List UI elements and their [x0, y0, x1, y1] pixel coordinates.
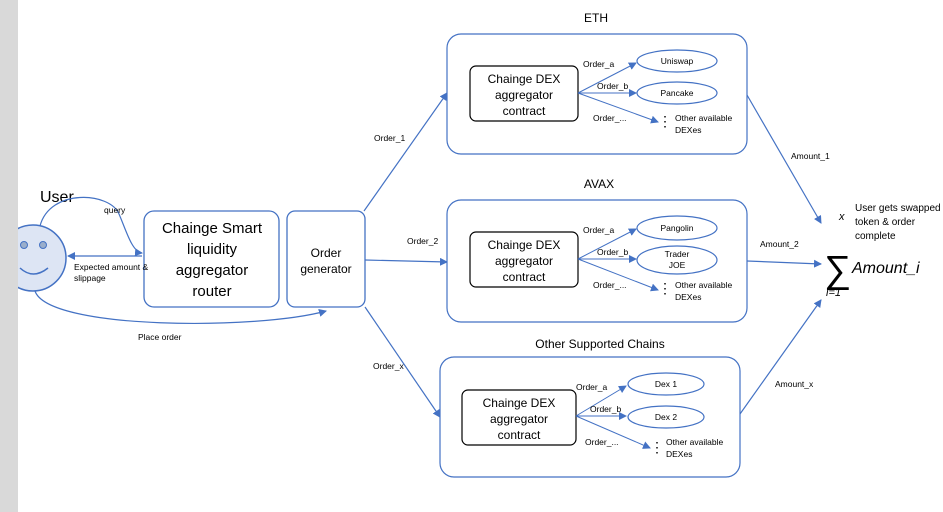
router-line4: router [192, 283, 231, 300]
order-a-avax: Order_a [583, 225, 614, 235]
amount-1-edge [746, 94, 822, 224]
ellipsis-icon: ⋮ [658, 280, 672, 296]
contract-line1-other: Chainge DEX [483, 396, 556, 410]
order-x-label: Order_x [373, 361, 404, 371]
dex-label-pangolin: Pangolin [660, 223, 693, 233]
contract-line3-eth: contract [503, 104, 546, 118]
other-dexes-line2-avax: DEXes [675, 292, 701, 302]
order-dots-eth: Order_... [593, 113, 627, 123]
dex-node-trader-joe [636, 245, 718, 275]
order-generator-line2: generator [300, 262, 351, 276]
user-face-icon [18, 224, 67, 292]
dex-label-dex2: Dex 2 [655, 412, 677, 422]
order-b-eth: Order_b [597, 81, 628, 91]
other-dexes-line2-other: DEXes [666, 449, 692, 459]
order-dots-other: Order_... [585, 437, 619, 447]
order-1-edge [363, 92, 448, 212]
order-a-eth: Order_a [583, 59, 614, 69]
amount-x-label: Amount_x [775, 379, 814, 389]
dex-label-pancake: Pancake [660, 88, 693, 98]
other-dexes-line1-other: Other available [666, 437, 723, 447]
dex-node-pancake [636, 81, 718, 105]
dex-label-joe: JOE [669, 260, 686, 270]
amount-1-label: Amount_1 [791, 151, 830, 161]
contract-box-other [461, 389, 577, 446]
dex-label-uniswap: Uniswap [661, 56, 694, 66]
contract-line3-avax: contract [503, 270, 546, 284]
architecture-diagram: User Chainge Smart liquidity aggregator … [18, 11, 941, 478]
other-dexes-line1-eth: Other available [675, 113, 732, 123]
dex-label-trader: Trader [665, 249, 690, 259]
result-line3: complete [855, 231, 896, 242]
order-generator-box [286, 210, 366, 308]
contract-line2-avax: aggregator [495, 254, 553, 268]
order-2-edge [364, 257, 448, 266]
place-order-label: Place order [138, 332, 182, 342]
query-edge [39, 196, 143, 257]
order-1-label: Order_1 [374, 133, 405, 143]
router-line2: liquidity [187, 241, 238, 258]
contract-line2-eth: aggregator [495, 88, 553, 102]
other-dexes-line1-avax: Other available [675, 280, 732, 290]
router-line3: aggregator [176, 262, 249, 279]
chain-eth: ETH Chainge DEX aggregator contract Orde… [446, 11, 748, 155]
place-order-edge [34, 290, 327, 324]
query-label: query [104, 205, 126, 215]
other-dexes-line2-eth: DEXes [675, 125, 701, 135]
amount-2-edge [746, 259, 822, 268]
sum-term: Amount_i [851, 260, 920, 277]
chain-title-other: Other Supported Chains [535, 337, 664, 351]
order-b-avax: Order_b [597, 247, 628, 257]
sum-upper-bound: x [838, 211, 845, 223]
document-page: User Chainge Smart liquidity aggregator … [18, 0, 943, 512]
order-dots-avax: Order_... [593, 280, 627, 290]
sum-symbol: ∑ [824, 249, 851, 291]
chain-other: Other Supported Chains Chainge DEX aggre… [439, 337, 741, 478]
contract-line1-avax: Chainge DEX [488, 238, 561, 252]
amount-2-label: Amount_2 [760, 239, 799, 249]
chain-title-eth: ETH [584, 11, 608, 25]
amount-x-edge [739, 299, 822, 415]
order-a-other: Order_a [576, 382, 607, 392]
ellipsis-icon: ⋮ [658, 113, 672, 129]
sum-lower-bound: i=1 [826, 287, 841, 299]
order-x-edge [364, 306, 441, 418]
dex-node-dex2 [627, 405, 705, 429]
order-2-label: Order_2 [407, 236, 438, 246]
order-generator-line1: Order [311, 246, 342, 260]
result-line2: token & order [855, 217, 916, 228]
dex-node-uniswap [636, 49, 718, 73]
router-box [143, 210, 280, 308]
sum-formula: x ∑ i=1 Amount_i [824, 211, 920, 299]
dex-node-pangolin [636, 215, 718, 241]
contract-line2-other: aggregator [490, 412, 548, 426]
chain-title-avax: AVAX [584, 177, 614, 191]
chain-avax: AVAX Chainge DEX aggregator contract Ord… [446, 177, 748, 323]
ellipsis-icon: ⋮ [650, 439, 664, 455]
expected-amount-label-1: Expected amount & [74, 262, 149, 272]
router-line1: Chainge Smart [162, 220, 263, 237]
user-label: User [40, 189, 74, 206]
contract-line3-other: contract [498, 428, 541, 442]
dex-node-dex1 [627, 372, 705, 396]
contract-line1-eth: Chainge DEX [488, 72, 561, 86]
order-b-other: Order_b [590, 404, 621, 414]
expected-amount-label-2: slippage [74, 273, 106, 283]
result-line1: User gets swapped [855, 203, 941, 214]
dex-label-dex1: Dex 1 [655, 379, 677, 389]
